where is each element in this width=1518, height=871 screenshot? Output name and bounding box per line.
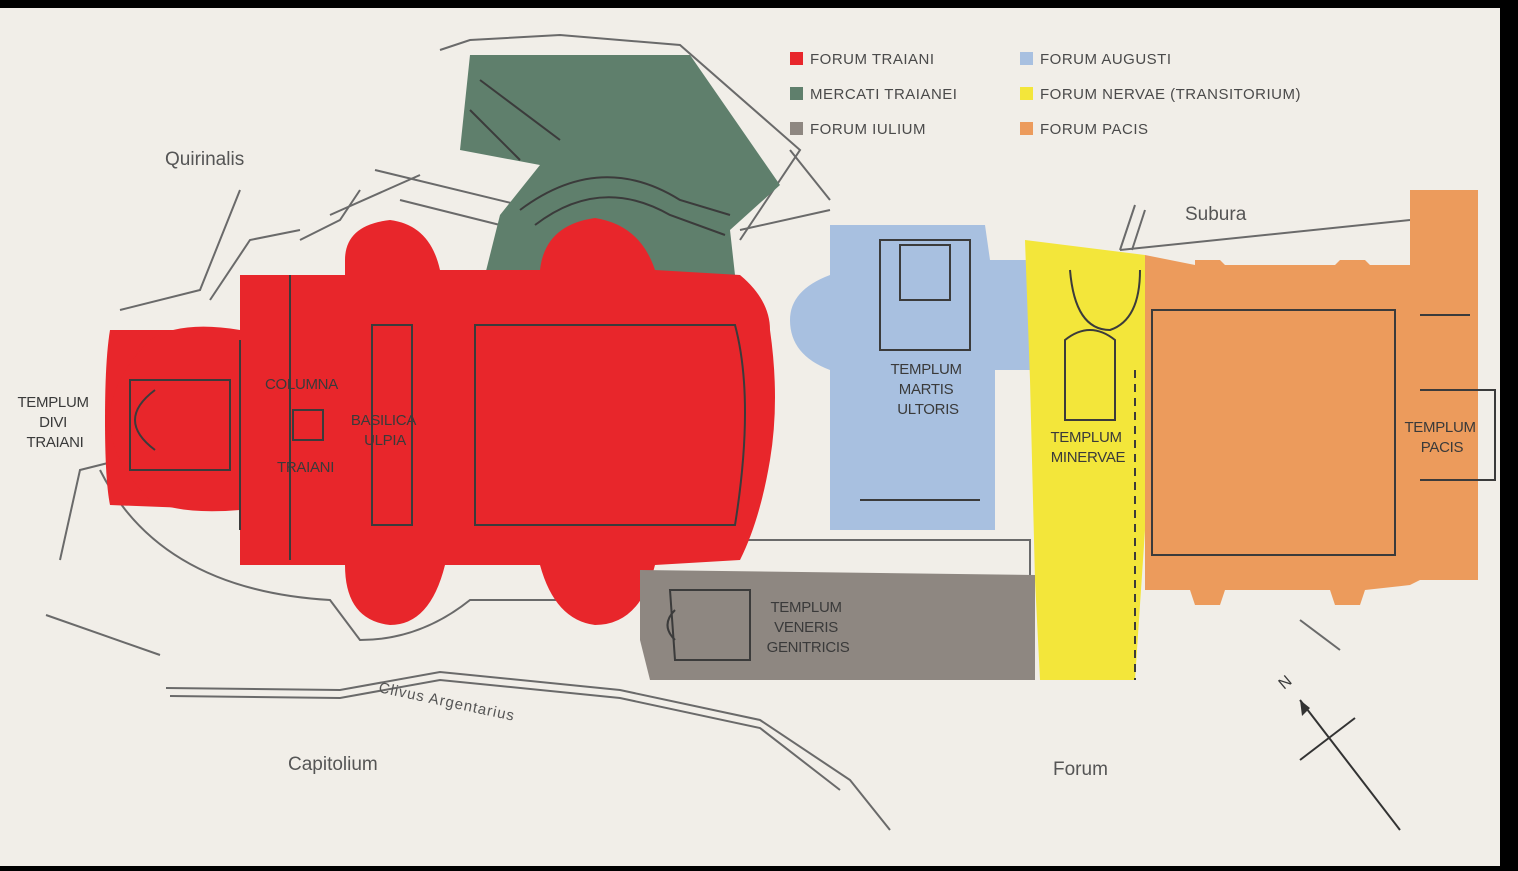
mercati-traianei [460,55,780,275]
label-traiani: TRAIANI [277,459,334,476]
legend: FORUM TRAIANI MERCATI TRAIANEI FORUM IUL… [790,51,1301,138]
street-lines [45,33,1411,831]
legend-swatch-forum-traiani [790,52,803,65]
legend-label-mercati-traianei: MERCATI TRAIANEI [810,86,957,103]
legend-label-forum-traiani: FORUM TRAIANI [810,51,935,68]
legend-label-forum-augusti: FORUM AUGUSTI [1040,51,1172,68]
label-templum-pacis: TEMPLUM PACIS [1404,419,1479,456]
place-forum: Forum [1053,759,1108,780]
forum-pacis [1145,190,1496,605]
label-columna: COLUMNA [265,376,338,393]
forum-traiani [105,218,775,625]
legend-label-forum-pacis: FORUM PACIS [1040,121,1149,138]
label-templum-veneris-genitricis: TEMPLUM VENERIS GENITRICIS [767,599,850,656]
label-templum-minervae: TEMPLUM MINERVAE [1050,429,1125,466]
legend-label-forum-nervae: FORUM NERVAE (TRANSITORIUM) [1040,86,1301,103]
legend-swatch-forum-nervae [1020,87,1033,100]
legend-swatch-forum-augusti [1020,52,1033,65]
label-templum-martis-ultoris: TEMPLUM MARTIS ULTORIS [890,361,965,418]
place-capitolium: Capitolium [288,754,378,775]
legend-label-forum-iulium: FORUM IULIUM [810,121,926,138]
label-basilica-ulpia: BASILICA ULPIA [351,412,419,449]
forum-nervae [1025,240,1145,680]
forum-augusti [790,225,1030,530]
place-subura: Subura [1185,204,1247,225]
right-border [1500,0,1518,866]
forum-iulium [640,570,1035,680]
place-quirinalis: Quirinalis [165,149,244,170]
legend-swatch-forum-pacis [1020,122,1033,135]
legend-swatch-mercati-traianei [790,87,803,100]
legend-swatch-forum-iulium [790,122,803,135]
label-templum-divi-traiani: TEMPLUM DIVI TRAIANI [17,394,92,451]
